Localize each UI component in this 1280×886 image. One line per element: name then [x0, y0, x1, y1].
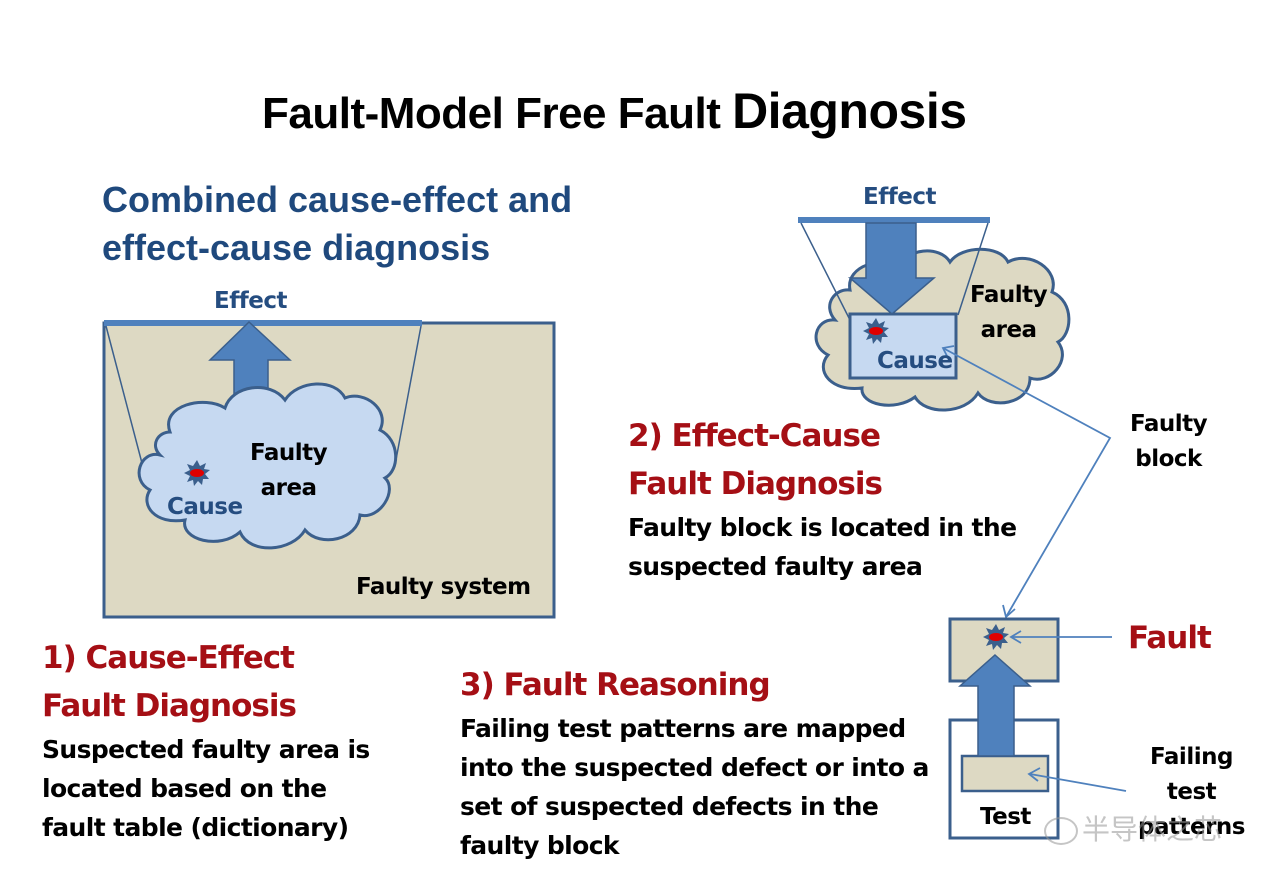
slide-title: Fault-Model Free Fault Diagnosis: [262, 82, 967, 140]
section-heading: Fault Diagnosis: [628, 466, 883, 502]
title-part1: Fault-Model Free Fault: [262, 89, 733, 138]
faulty-area-label-right: Faulty area: [970, 278, 1048, 348]
section-heading: 3) Fault Reasoning: [460, 667, 771, 703]
section-fault-reasoning: 3) Fault Reasoning Failing test patterns…: [460, 661, 929, 865]
section-heading: 1) Cause-Effect: [42, 640, 295, 676]
arrowhead: [1009, 630, 1022, 644]
test-label: Test: [980, 804, 1031, 830]
section-body-line: faulty block: [460, 831, 620, 860]
faulty-area-label-left: Faulty area: [250, 436, 328, 506]
label-line: Faulty: [1130, 411, 1208, 437]
section-body-line: Failing test patterns are mapped: [460, 714, 906, 743]
projection-line: [957, 222, 989, 316]
failing-pointer: [1029, 773, 1127, 792]
slide-subtitle: Combined cause-effect and effect-cause d…: [102, 176, 572, 272]
arrowhead: [941, 345, 955, 359]
failing-patterns-box: [960, 754, 1050, 793]
faulty-block-label: Faulty block: [1130, 407, 1208, 477]
effect-bar-left: [104, 320, 422, 326]
label-line: Failing: [1150, 744, 1233, 770]
arrowhead: [1027, 767, 1041, 782]
faulty-system-label: Faulty system: [356, 574, 531, 600]
label-line: test: [1166, 779, 1217, 805]
watermark: 半导体之芯: [1044, 808, 1222, 848]
section-heading: Fault Diagnosis: [42, 688, 297, 724]
effect-label-left: Effect: [214, 288, 287, 314]
label-line: Faulty: [250, 440, 328, 466]
faulty-area-cloud-left: [137, 382, 398, 550]
wechat-icon: [1044, 817, 1078, 845]
fault-label: Fault: [1128, 620, 1212, 656]
watermark-text: 半导体之芯: [1082, 813, 1223, 846]
faulty-block-connector: [942, 347, 1112, 618]
effect-bar-right: [798, 217, 990, 223]
label-line: area: [980, 317, 1037, 343]
effect-label-right: Effect: [863, 184, 936, 210]
section-cause-effect: 1) Cause-Effect Fault Diagnosis Suspecte…: [42, 634, 370, 847]
failing-test-patterns-label: Failing test patterns: [1138, 740, 1245, 845]
title-part2: Diagnosis: [732, 83, 967, 139]
subtitle-line: effect-cause diagnosis: [102, 227, 491, 268]
section-body-line: Faulty block is located in the: [628, 513, 1017, 542]
section-heading: 2) Effect-Cause: [628, 418, 881, 454]
label-line: patterns: [1138, 814, 1245, 840]
label-line: block: [1135, 446, 1202, 472]
subtitle-line: Combined cause-effect and: [102, 179, 573, 220]
projection-line: [394, 325, 422, 466]
projection-line: [800, 222, 851, 321]
label-line: area: [260, 475, 317, 501]
section-body-line: Suspected faulty area is: [42, 735, 370, 764]
section-body-line: suspected faulty area: [628, 552, 923, 581]
cause-label-left: Cause: [167, 494, 243, 520]
section-effect-cause: 2) Effect-Cause Fault Diagnosis Faulty b…: [628, 412, 1017, 586]
reasoning-arrow-up: [958, 653, 1032, 757]
section-body-line: set of suspected defects in the: [460, 792, 879, 821]
label-line: Faulty: [970, 282, 1048, 308]
section-body-line: into the suspected defect or into a: [460, 753, 929, 782]
section-body-line: fault table (dictionary): [42, 813, 349, 842]
projection-line: [105, 325, 144, 468]
cause-label-right: Cause: [877, 348, 953, 374]
effect-arrow-down-right: [847, 222, 937, 315]
section-body-line: located based on the: [42, 774, 327, 803]
arrowhead: [1002, 604, 1016, 619]
